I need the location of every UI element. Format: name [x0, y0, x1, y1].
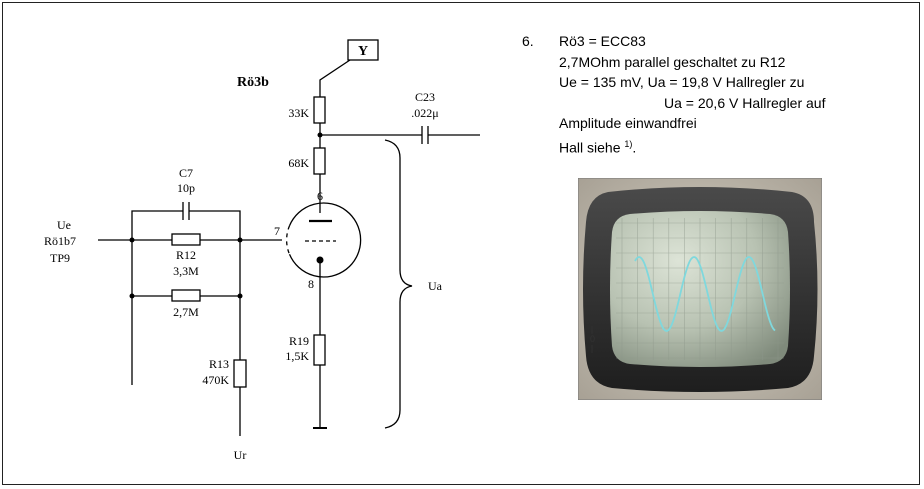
note-line-6-text: Hall siehe	[559, 139, 625, 156]
note-line-6: Hall siehe 1).	[559, 134, 636, 158]
tube-envelope	[288, 202, 362, 278]
output-label: Y	[358, 44, 368, 59]
resistor-68k-label: 68K	[288, 156, 309, 170]
resistor-r19	[313, 334, 326, 366]
junction-dot	[237, 293, 243, 299]
input-source-label: Rö1b7	[44, 234, 76, 248]
note-line-3: Ue = 135 mV, Ua = 19,8 V Hallregler zu	[559, 74, 805, 90]
scope-side-marker: 0	[590, 334, 595, 344]
resistor-r12-value: 3,3M	[173, 264, 199, 278]
input-tp-label: TP9	[50, 251, 70, 265]
junction-dot	[237, 237, 243, 243]
wire	[189, 210, 241, 360]
resistor-33k	[313, 96, 326, 124]
resistor-33k-label: 33K	[288, 106, 309, 120]
note-line-4: Ua = 20,6 V Hallregler auf	[664, 94, 826, 111]
output-box	[347, 39, 379, 61]
resistor-68k	[313, 147, 326, 175]
scope-trace	[634, 256, 776, 332]
output-wire	[319, 59, 351, 97]
ua-brace	[384, 139, 413, 429]
pin-cathode-label: 8	[308, 277, 314, 291]
resistor-r13	[233, 359, 247, 388]
resistor-r13-name: R13	[209, 357, 229, 371]
junction-dot	[129, 293, 135, 299]
circuit-diagram: Y 33K Rö3b C23 .022μ 68K 6 8 R19 1,5K Ua…	[44, 39, 480, 462]
capacitor-c7-value: 10p	[177, 181, 195, 195]
capacitor-c23-value: .022μ	[411, 106, 438, 120]
note-number: 6.	[522, 33, 534, 49]
junction-dot	[129, 237, 135, 243]
capacitor-c23-name: C23	[415, 90, 435, 104]
ua-label: Ua	[428, 279, 443, 293]
pin-anode-label: 6	[317, 189, 323, 203]
pin-grid-label: 7	[274, 224, 280, 238]
note-line-2: 2,7MOhm parallel geschaltet zu R12	[559, 53, 786, 70]
note-line-1: Rö3 = ECC83	[559, 33, 646, 49]
note-line-6-end: .	[632, 139, 637, 156]
footnote-marker: 1)	[624, 138, 633, 149]
wire	[131, 210, 183, 385]
tube-name: Rö3b	[237, 75, 269, 90]
resistor-r13-value: 470K	[202, 373, 229, 387]
resistor-r19-value: 1,5K	[285, 349, 309, 363]
resistor-parallel-value: 2,7M	[173, 305, 199, 319]
resistor-r12	[171, 233, 201, 246]
tube-envelope-dashed	[285, 225, 291, 255]
input-ue-label: Ue	[57, 218, 71, 232]
resistor-r19-name: R19	[289, 334, 309, 348]
oscilloscope-photo: 0	[578, 178, 822, 400]
capacitor-c7-name: C7	[179, 166, 193, 180]
note-line-5: Amplitude einwandfrei	[559, 115, 697, 131]
resistor-r12-name: R12	[176, 248, 196, 262]
ur-label: Ur	[234, 448, 247, 462]
resistor-parallel	[171, 289, 201, 302]
